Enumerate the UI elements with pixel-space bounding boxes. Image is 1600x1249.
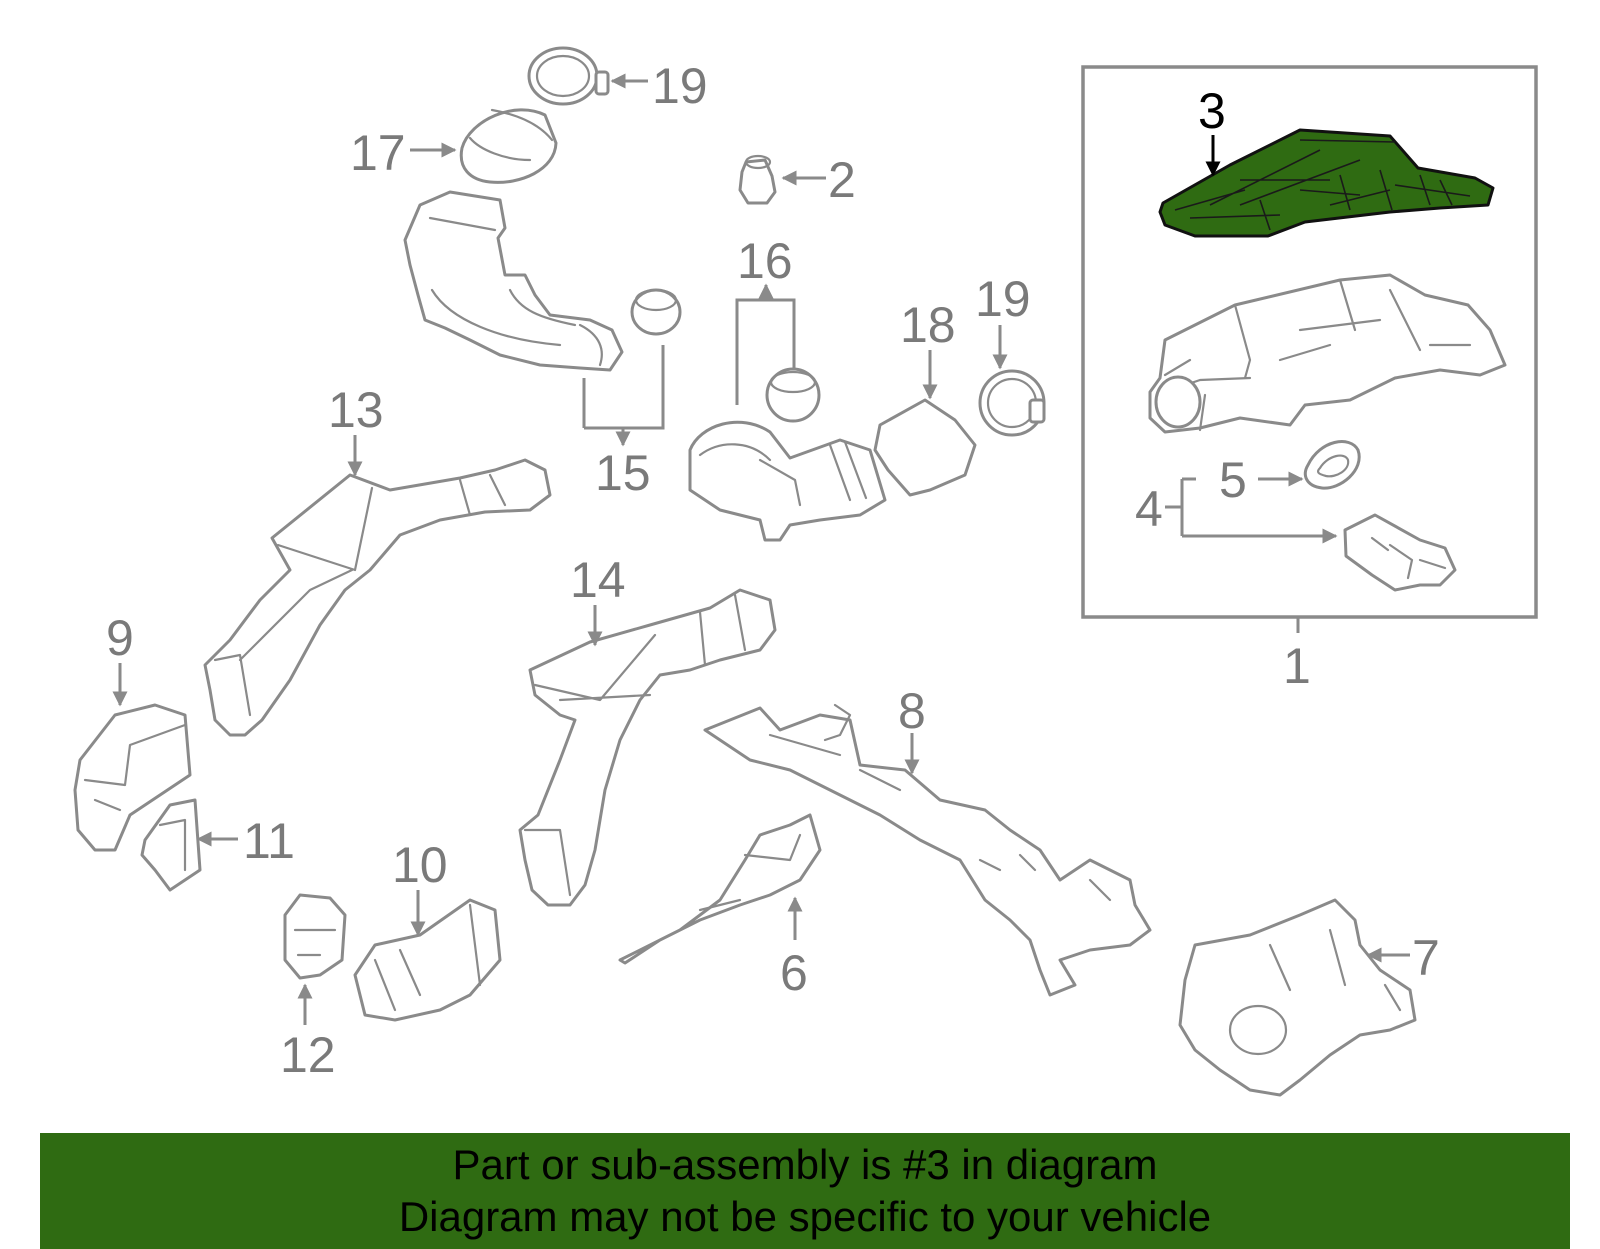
- part-4-mass-airflow-sensor[interactable]: [1343, 513, 1457, 592]
- assembly-box: [1081, 65, 1538, 619]
- part-13-duct[interactable]: [203, 458, 552, 737]
- part-8-bracket[interactable]: [703, 703, 1152, 997]
- part-6-bracket[interactable]: [618, 813, 822, 965]
- part-18-sleeve[interactable]: [873, 398, 977, 497]
- part-9-housing[interactable]: [73, 703, 192, 852]
- part-11-bracket[interactable]: [140, 798, 202, 892]
- part-15-ring[interactable]: [630, 288, 682, 336]
- callout-17: 17: [350, 125, 406, 181]
- callout-11: 11: [243, 813, 295, 869]
- part-14-duct[interactable]: [518, 588, 777, 907]
- callout-10: 10: [392, 837, 448, 893]
- callout-5: 5: [1219, 452, 1247, 508]
- callout-8: 8: [898, 683, 926, 739]
- part-16-intake-elbow[interactable]: [688, 420, 887, 542]
- callout-4: 4: [1135, 481, 1163, 537]
- part-17-sleeve[interactable]: [459, 108, 558, 184]
- part-12-vent[interactable]: [283, 893, 347, 980]
- callout-16: 16: [737, 233, 793, 289]
- callout-6: 6: [780, 945, 808, 1001]
- part-19-clamp-top[interactable]: [527, 46, 610, 106]
- callout-3: 3: [1198, 83, 1226, 139]
- leader-16-bracket: [735, 285, 796, 405]
- callout-15: 15: [595, 445, 651, 501]
- banner-line-1: Part or sub-assembly is #3 in diagram: [452, 1141, 1158, 1188]
- callout-13: 13: [328, 382, 384, 438]
- callout-19a: 19: [652, 58, 708, 114]
- callout-19b: 19: [975, 271, 1031, 327]
- callout-1: 1: [1283, 638, 1311, 694]
- part-2-fastener[interactable]: [738, 154, 777, 205]
- leader-15-bracket: [582, 345, 665, 445]
- callout-2: 2: [828, 152, 856, 208]
- leader-4-bracket: [1165, 477, 1336, 536]
- part-16-ring[interactable]: [765, 367, 821, 423]
- part-5-grommet[interactable]: [1303, 440, 1361, 490]
- callout-18: 18: [900, 297, 956, 353]
- info-banner: Part or sub-assembly is #3 in diagram Di…: [40, 1133, 1570, 1249]
- callout-7: 7: [1412, 930, 1440, 986]
- part-19-clamp-right[interactable]: [978, 369, 1046, 437]
- part-7-heat-shield[interactable]: [1178, 898, 1417, 1097]
- callout-9: 9: [106, 610, 134, 666]
- part-10-duct[interactable]: [353, 898, 502, 1022]
- callout-12: 12: [280, 1027, 336, 1083]
- banner-line-2: Diagram may not be specific to your vehi…: [398, 1193, 1212, 1240]
- part-15-duct[interactable]: [403, 190, 624, 372]
- part-3-air-cleaner-cover[interactable]: [1158, 128, 1495, 238]
- air-cleaner-housing[interactable]: [1148, 273, 1507, 434]
- callout-14: 14: [570, 552, 626, 608]
